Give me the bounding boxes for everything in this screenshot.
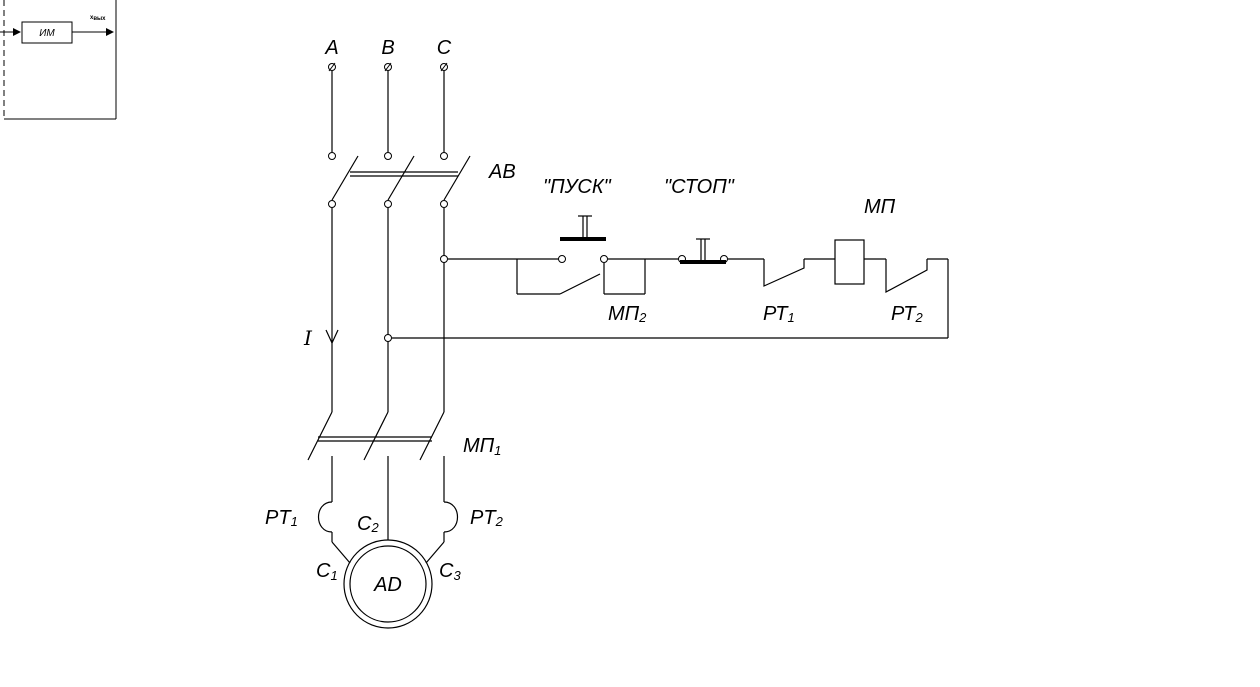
- breaker-label: AB: [488, 161, 516, 183]
- phase-terminals: [328, 62, 448, 72]
- c1-label: C1: [316, 560, 338, 583]
- mp1-label: МП1: [463, 435, 501, 458]
- rt2-heater-label: PT2: [470, 507, 504, 529]
- start-button-label: "ПУСК": [543, 176, 612, 198]
- circuit-breaker-ab: [328, 152, 471, 208]
- inset-output-label: xвых: [90, 15, 106, 22]
- inset-block-diagram: ИМ xвых: [0, 0, 117, 120]
- current-label: I: [303, 326, 313, 350]
- stop-button-label: "СТОП": [664, 176, 735, 198]
- contactor-coil: [834, 239, 865, 285]
- inset-im-label: ИМ: [39, 28, 55, 39]
- rt2-contact: [885, 259, 928, 294]
- motor-leads: [318, 465, 458, 564]
- control-tap-phase-b: [384, 334, 392, 342]
- induction-motor: [343, 539, 433, 629]
- mp2-label: МП2: [608, 303, 647, 325]
- supply-wires: [331, 71, 445, 152]
- start-contact-left: [558, 255, 566, 263]
- rt2-contact-label: РТ2: [891, 303, 923, 325]
- rt2-heater: [443, 501, 458, 533]
- coil-label: МП: [864, 196, 896, 218]
- phase-c-label: C: [437, 37, 452, 59]
- c3-label: C3: [439, 560, 461, 583]
- holding-contact-mp2: [559, 273, 601, 295]
- motor-inner-circle: [349, 545, 427, 623]
- load-wires: [331, 208, 445, 412]
- start-contact-right: [600, 255, 608, 263]
- phase-a-label: A: [324, 37, 338, 59]
- motor-label: AD: [373, 574, 402, 596]
- rt1-contact-label: РТ1: [763, 303, 795, 325]
- control-circuit: [384, 215, 949, 342]
- current-arrow: [325, 329, 339, 345]
- main-contactor-mp1: [307, 411, 445, 465]
- rt1-heater: [318, 501, 333, 533]
- control-tap-phase-c: [440, 255, 448, 263]
- motor-outer-circle: [343, 539, 433, 629]
- rt1-contact: [763, 259, 805, 287]
- phase-b-label: B: [381, 37, 394, 59]
- c2-label: C2: [357, 513, 379, 535]
- rt1-heater-label: PT1: [265, 507, 298, 529]
